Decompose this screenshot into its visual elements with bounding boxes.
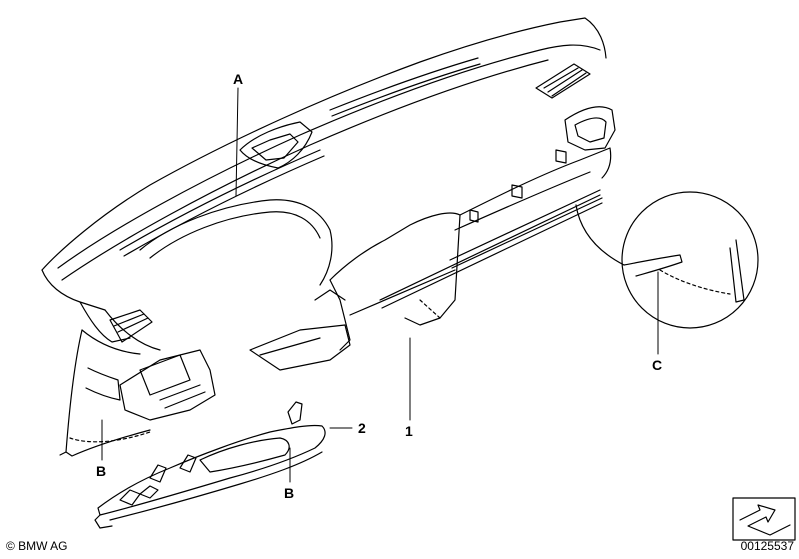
- diagram-id: 00125537: [740, 539, 794, 553]
- nav-arrow-icon: [732, 497, 796, 541]
- trim-strip: [94, 401, 326, 529]
- leader-a: [235, 87, 239, 197]
- callout-a: A: [233, 71, 243, 87]
- dashboard-carrier: [41, 17, 616, 457]
- callout-1: 1: [405, 423, 413, 439]
- copyright-text: © BMW AG: [6, 539, 68, 553]
- detail-circle-c: [575, 191, 759, 329]
- callout-c: C: [652, 357, 662, 373]
- callout-b-left: B: [96, 463, 106, 479]
- callout-2: 2: [358, 420, 366, 436]
- callout-b-lower: B: [284, 485, 294, 501]
